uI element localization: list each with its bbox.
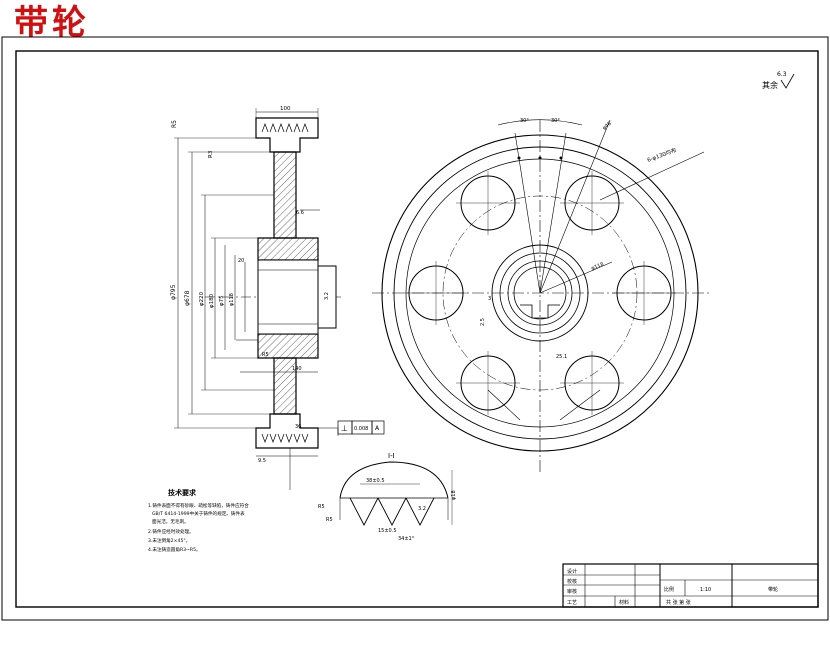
- roughness-note: 其余 6.3: [762, 71, 795, 90]
- dim-hub-len: 140: [292, 366, 302, 372]
- svg-text:0.008: 0.008: [354, 426, 368, 432]
- svg-text:其余: 其余: [762, 80, 778, 90]
- dim-small: 20: [238, 258, 244, 264]
- dim-outer: φ795: [170, 284, 177, 300]
- dim-mid-right: 6.6: [296, 210, 304, 216]
- tb-ratio-value: 1:10: [700, 587, 711, 593]
- tb-part-name: 带轮: [768, 586, 778, 593]
- dim-bottom-right: 36: [295, 424, 301, 430]
- svg-text:φ18: φ18: [451, 490, 457, 500]
- svg-text:R5: R5: [318, 504, 325, 510]
- svg-text:15±0.5: 15±0.5: [378, 528, 397, 534]
- tb-ratio-label: 比例: [664, 586, 674, 593]
- angle-label-2: 30°: [551, 118, 560, 124]
- dim-hub1: φ220: [199, 291, 205, 306]
- note-line: 1.铸件表面不得有砂眼、疏松等缺陷，铸件应符合: [148, 502, 249, 509]
- note-line: 面光洁，无毛刺。: [152, 518, 189, 525]
- dim-flange: R3: [208, 150, 214, 158]
- dim-key: 3.2: [324, 292, 330, 300]
- holes-label: 6-φ130均布: [646, 146, 678, 164]
- dim-top-width: 100: [280, 106, 291, 112]
- tb-row-label: 校核: [567, 578, 577, 585]
- title-block: 设计 校核 审核 工艺 比例 1:10 带轮 共 张 第 张 材料: [562, 563, 819, 608]
- groove-section: I-I 38±0.5 φ18 R5 R5 15±0.5 3.2 34±1°: [318, 452, 457, 542]
- angle-label-3: φ48: [601, 121, 612, 132]
- dim-pitch: φ678: [184, 290, 191, 306]
- key-label: 2.5: [480, 318, 486, 326]
- tb-material: 材料: [619, 599, 629, 606]
- svg-text:R5: R5: [326, 517, 333, 523]
- inner-frame: [15, 50, 819, 608]
- dim-hub2: φ180: [209, 293, 215, 308]
- dim-bottom-w: 9.5: [258, 458, 266, 464]
- dim-bore: φ75: [219, 295, 225, 306]
- technical-notes: 技术要求 1.铸件表面不得有砂眼、疏松等缺陷，铸件应符合 GB/T 6414-1…: [148, 488, 249, 553]
- drawing-title: 带轮: [14, 3, 90, 43]
- tolerance-frame: ⊥ 0.008 A: [318, 420, 385, 436]
- dim-a-label: 3: [488, 296, 491, 302]
- dim-left-top: R5: [171, 120, 178, 128]
- svg-text:6.3: 6.3: [777, 71, 787, 78]
- note-line: 2.铸件应经时效处理。: [148, 528, 194, 535]
- svg-text:⊥: ⊥: [341, 424, 348, 433]
- svg-text:34±1°: 34±1°: [398, 536, 415, 542]
- tb-row-label: 工艺: [567, 600, 577, 606]
- section-title: I-I: [388, 452, 395, 460]
- notes-title: 技术要求: [168, 488, 197, 497]
- note-line: 4.未注铸造圆角R3~R5。: [148, 546, 201, 553]
- angle-label-1: 30°: [520, 118, 529, 124]
- note-line: GB/T 6414-1999中关于铸件的规定。铸件表: [152, 510, 245, 517]
- bore-label: φ118: [591, 261, 605, 271]
- tb-sheet: 共 张 第 张: [666, 599, 691, 606]
- dim-b-label: 25.1: [556, 354, 567, 360]
- svg-text:38±0.5: 38±0.5: [366, 478, 385, 484]
- tb-row-label: 审核: [567, 588, 577, 595]
- tb-row-label: 设计: [567, 568, 577, 575]
- front-section-view: 100 R5 R3 φ795 φ678 φ220 φ180 φ75 φ118 2…: [170, 106, 385, 490]
- svg-text:A: A: [375, 425, 380, 432]
- dim-mid: φ118: [229, 293, 235, 306]
- note-line: 3.未注倒角2×45°。: [148, 537, 190, 544]
- dim-web: R5: [262, 352, 269, 358]
- side-view: 30° 30° φ48 6-φ130均布 φ118 2.5 3 25.1: [372, 118, 712, 472]
- svg-text:3.2: 3.2: [418, 506, 426, 512]
- outer-frame: [1, 36, 829, 621]
